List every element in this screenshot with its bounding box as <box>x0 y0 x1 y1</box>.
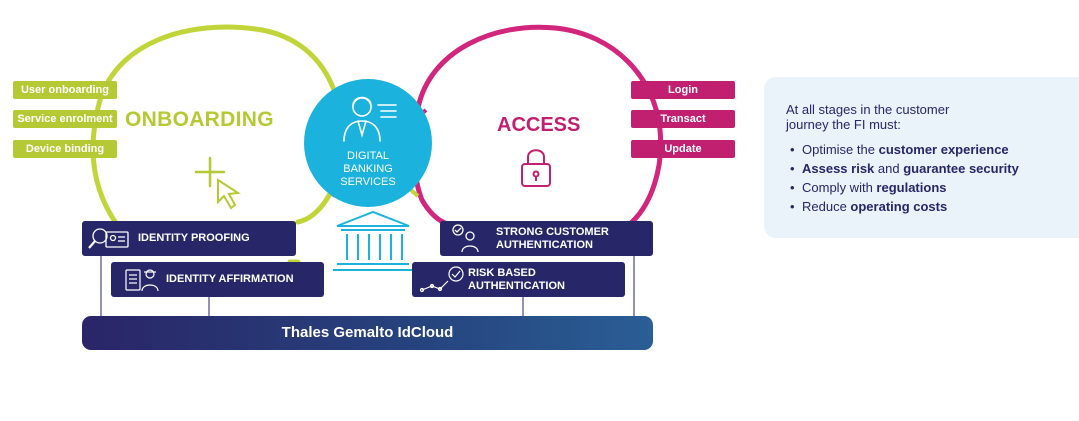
sca-label: STRONG CUSTOMER AUTHENTICATION <box>496 226 609 252</box>
onboarding-title: ONBOARDING <box>125 108 274 131</box>
sca-label-line-2: AUTHENTICATION <box>496 239 593 251</box>
info-panel: At all stages in the customer journey th… <box>764 77 1079 238</box>
tag-transact: Transact <box>631 110 735 128</box>
bullet-dot: • <box>790 142 795 157</box>
bullet-dot: • <box>790 180 795 195</box>
digital-banking-line-1: DIGITAL <box>347 150 389 162</box>
bullet-text: and <box>874 161 904 176</box>
info-intro: At all stages in the customer journey th… <box>786 102 986 132</box>
risk-graph-check-icon <box>419 266 464 293</box>
info-bullet: • Comply with regulations <box>790 178 1019 197</box>
bullet-dot: • <box>790 199 795 214</box>
risk-based-authentication-box: RISK BASED AUTHENTICATION <box>412 262 625 297</box>
info-intro-line-1: At all stages in the customer <box>786 102 950 117</box>
digital-banking-label: DIGITAL BANKING SERVICES <box>320 150 416 189</box>
tag-login: Login <box>631 81 735 99</box>
strong-customer-authentication-box: STRONG CUSTOMER AUTHENTICATION <box>440 221 653 256</box>
idcloud-platform-label: Thales Gemalto IdCloud <box>281 324 454 341</box>
bullet-emphasis: regulations <box>876 180 947 195</box>
rba-label-line-1: RISK BASED <box>468 267 536 279</box>
info-bullet: • Assess risk and guarantee security <box>790 159 1019 178</box>
id-document-person-icon <box>125 269 159 292</box>
identity-affirmation-label: IDENTITY AFFIRMATION <box>166 273 294 285</box>
bullet-emphasis: guarantee security <box>903 161 1019 176</box>
info-bullet-list: • Optimise the customer experience • Asses… <box>790 140 1019 216</box>
bullet-text: Reduce <box>802 199 851 214</box>
identity-proofing-box: IDENTITY PROOFING <box>82 221 296 256</box>
idcloud-platform-bar: Thales Gemalto IdCloud <box>82 316 653 350</box>
id-card-magnifier-icon <box>88 228 129 249</box>
info-bullet: • Reduce operating costs <box>790 197 1019 216</box>
tag-service-enrolment: Service enrolment <box>13 110 117 128</box>
bullet-dot: • <box>790 161 795 176</box>
connector-lines <box>100 256 635 316</box>
bullet-emphasis: customer experience <box>878 142 1009 157</box>
digital-banking-circle <box>304 79 432 207</box>
access-title: ACCESS <box>497 114 581 136</box>
access-loop <box>415 24 664 225</box>
bank-icon <box>333 210 413 271</box>
info-intro-line-2: journey the FI must: <box>786 117 901 132</box>
digital-banking-line-3: SERVICES <box>340 176 396 188</box>
padlock-icon <box>521 149 551 187</box>
info-bullet: • Optimise the customer experience <box>790 140 1019 159</box>
banker-icon <box>343 96 397 142</box>
tag-user-onboarding: User onboarding <box>13 81 117 99</box>
digital-banking-line-2: BANKING <box>343 163 393 175</box>
plus-cursor-icon <box>194 156 241 210</box>
bullet-emphasis: Assess risk <box>802 161 875 176</box>
sca-label-line-1: STRONG CUSTOMER <box>496 226 609 238</box>
tag-device-binding: Device binding <box>13 140 117 158</box>
bullet-text: Optimise the <box>802 142 879 157</box>
rba-label: RISK BASED AUTHENTICATION <box>468 267 565 293</box>
bullet-text: Comply with <box>802 180 877 195</box>
rba-label-line-2: AUTHENTICATION <box>468 280 565 292</box>
user-check-icon <box>452 224 479 253</box>
tag-update: Update <box>631 140 735 158</box>
bullet-emphasis: operating costs <box>850 199 948 214</box>
identity-proofing-label: IDENTITY PROOFING <box>138 232 250 244</box>
identity-affirmation-box: IDENTITY AFFIRMATION <box>111 262 324 297</box>
